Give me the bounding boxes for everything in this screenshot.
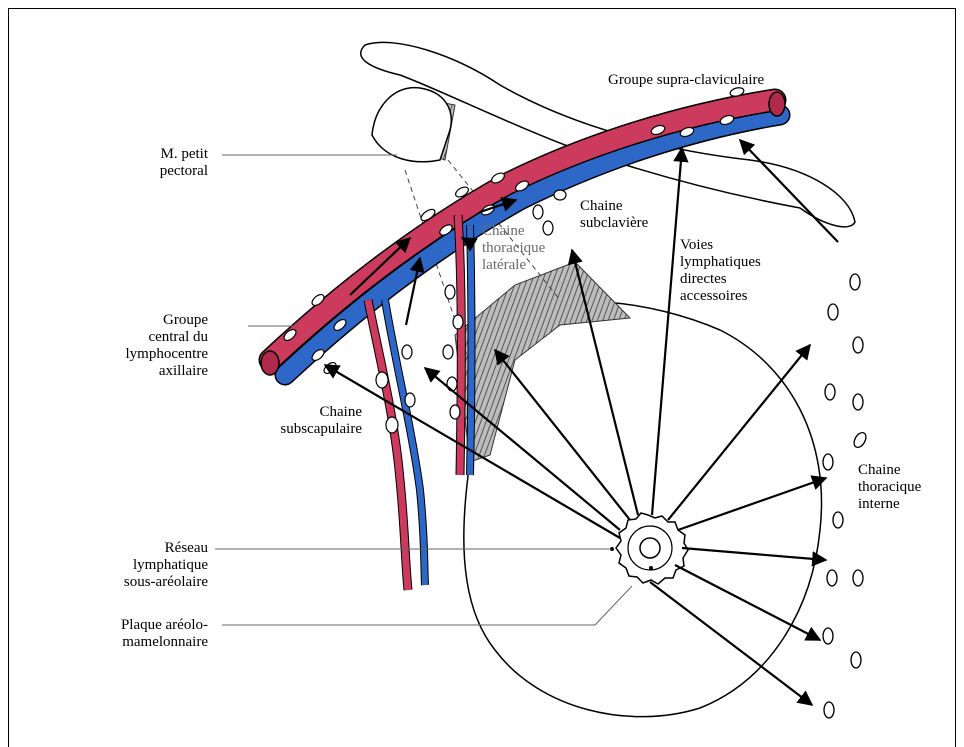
label-groupe-central: Groupe central du lymphocentre axillaire [96,312,208,380]
breast-outline [464,301,822,716]
label-petit-pectoral: M. petit pectoral [96,146,208,180]
label-chaine-thoracique-laterale: Chaine thoracique latérale [482,223,545,274]
label-groupe-supra-claviculaire: Groupe supra-claviculaire [608,72,764,89]
label-plaque-areolo-mamelonnaire: Plaque aréolo- mamelonnaire [66,617,208,651]
label-chaine-subclaviere: Chaine subclavière [580,198,648,232]
label-reseau-sous-areolaire: Réseau lymphatique sous-aréolaire [86,540,208,591]
label-voies-lymphatiques: Voies lymphatiques directes accessoires [680,237,761,305]
coracoid-process [372,88,451,162]
label-chaine-thoracique-interne: Chaine thoracique interne [858,462,921,513]
label-chaine-subscapulaire: Chaine subscapulaire [250,404,362,438]
